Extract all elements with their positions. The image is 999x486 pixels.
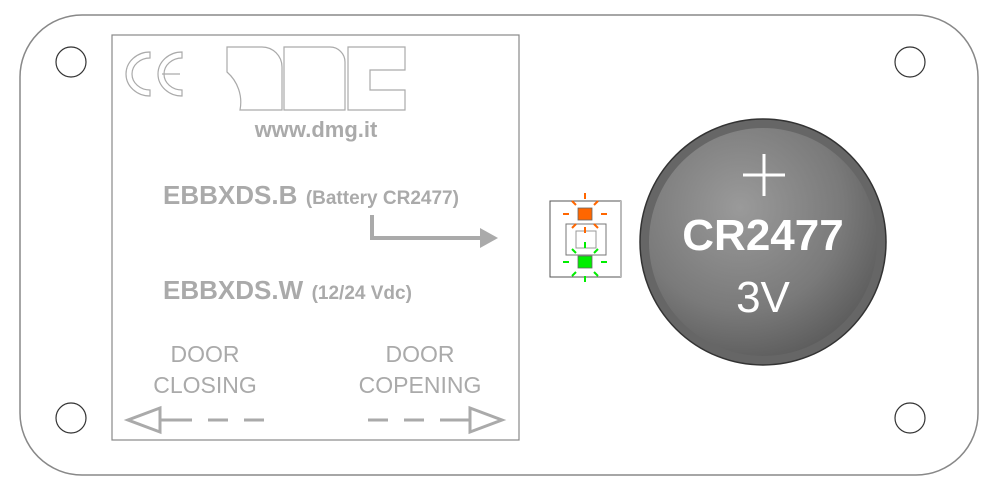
closing-arrow-icon [123, 405, 264, 435]
svg-text:EBBXDS.B (Battery CR2477): EBBXDS.B (Battery CR2477) [163, 180, 459, 210]
left-label-2: CLOSING [153, 372, 257, 398]
ce-mark-icon [125, 51, 183, 97]
model-w-note: (12/24 Vdc) [312, 283, 412, 304]
mounting-holes [55, 46, 926, 434]
left-label-1: DOOR [171, 341, 240, 367]
svg-text:EBBXDS.W (12/24 Vdc): EBBXDS.W (12/24 Vdc) [163, 275, 412, 305]
plus-icon [743, 154, 785, 196]
model-w: EBBXDS.W [163, 275, 304, 305]
model-b: EBBXDS.B [163, 180, 297, 210]
led-module [549, 193, 622, 282]
opening-arrow-icon [368, 405, 507, 435]
website: www.dmg.it [254, 117, 378, 142]
right-label-2: COPENING [359, 372, 482, 398]
arrow-right-icon [370, 215, 482, 240]
right-label-1: DOOR [386, 341, 455, 367]
arrow-head [480, 228, 498, 248]
orange-led-icon [563, 193, 607, 233]
battery-model: CR2477 [682, 211, 843, 260]
coin-battery: CR2477 3V [639, 118, 887, 366]
model-b-note: (Battery CR2477) [306, 188, 459, 209]
dmg-logo-icon [226, 46, 406, 111]
battery-voltage: 3V [736, 273, 790, 322]
green-led-icon [563, 242, 607, 282]
